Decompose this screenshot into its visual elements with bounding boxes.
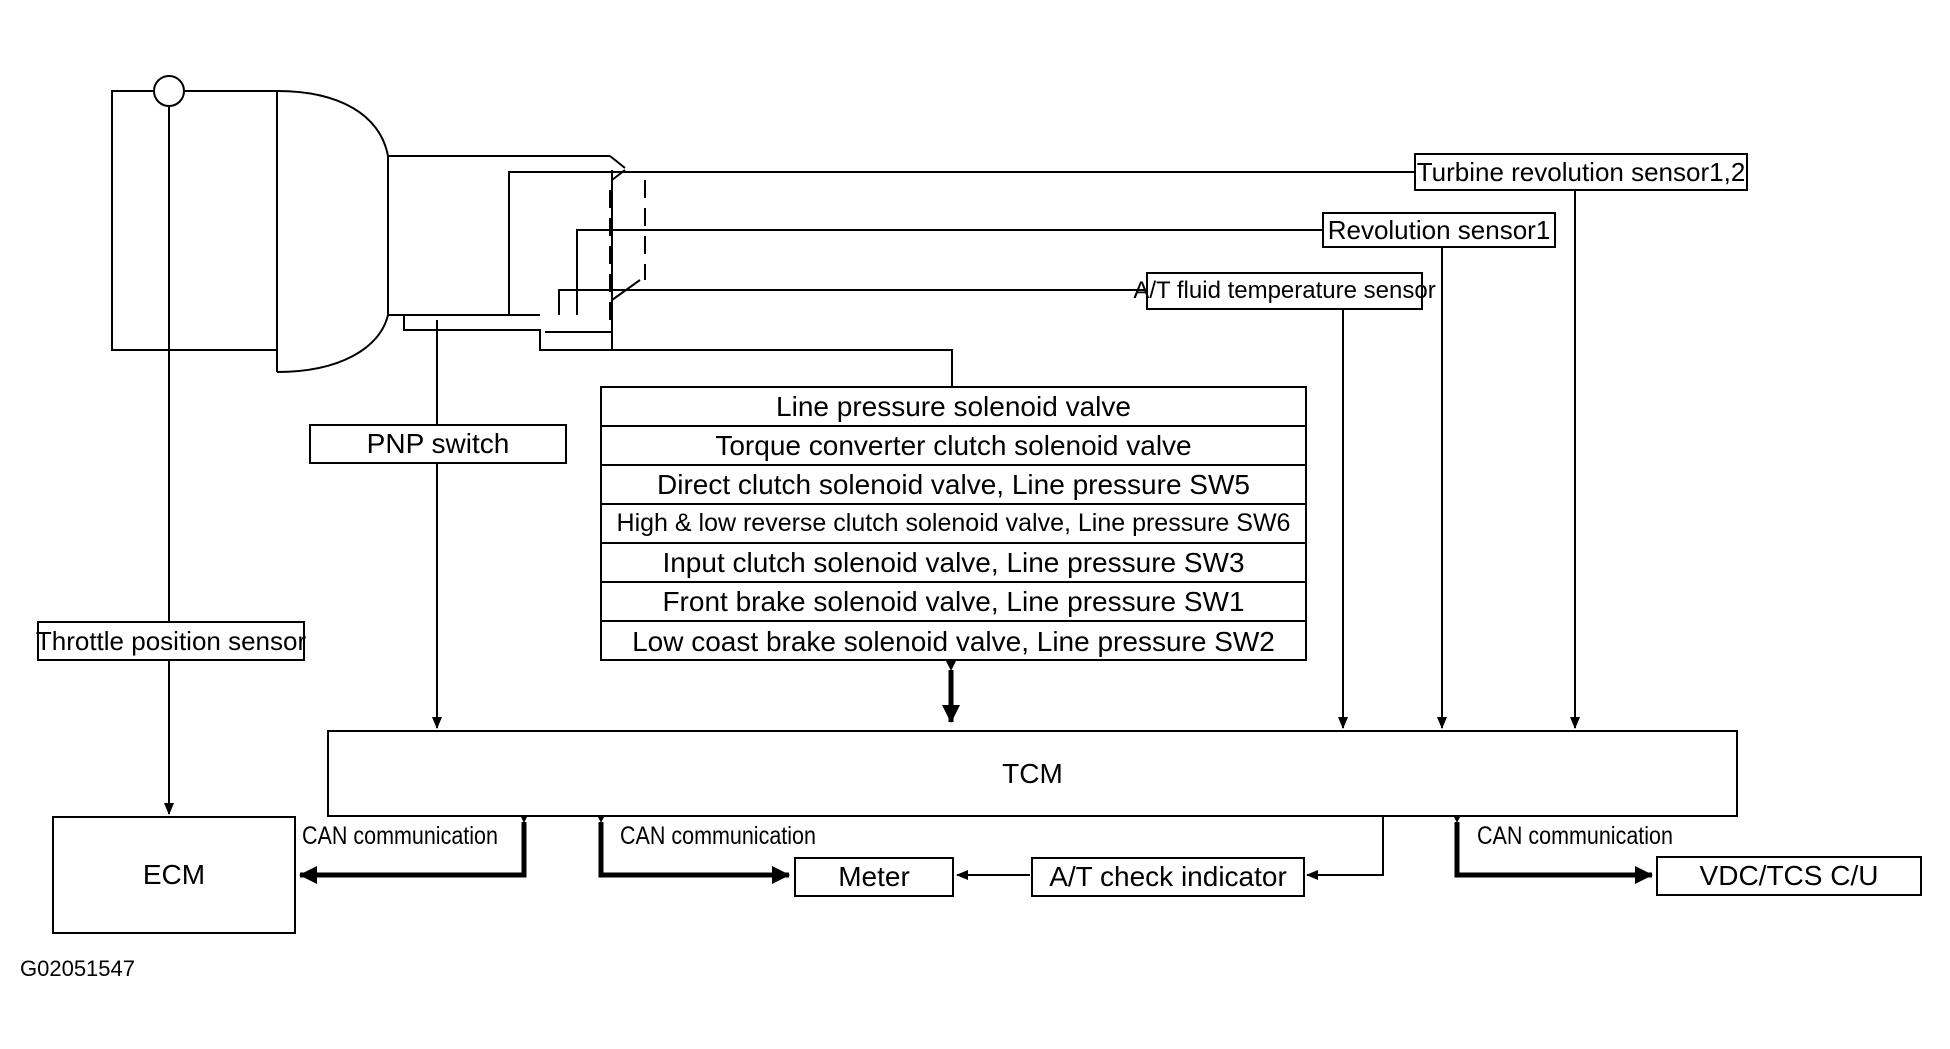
solenoid-row: Torque converter clutch solenoid valve <box>602 427 1305 466</box>
turbine-revolution-sensor: Turbine revolution sensor1,2 <box>1414 153 1748 191</box>
meter-unit: Meter <box>794 857 954 897</box>
solenoid-row: Front brake solenoid valve, Line pressur… <box>602 583 1305 622</box>
solenoid-label: Input clutch solenoid valve, Line pressu… <box>662 546 1245 578</box>
tcm-ecm-can-arrow <box>299 805 533 884</box>
pnp-switch-label: PNP switch <box>366 428 510 459</box>
turbine-revolution-sensor-label: Turbine revolution sensor1,2 <box>1416 156 1746 187</box>
solenoid-row: Direct clutch solenoid valve, Line press… <box>602 466 1305 505</box>
throttle-position-sensor-label: Throttle position sensor <box>35 625 307 656</box>
ecm-unit: ECM <box>52 816 296 934</box>
tcm-unit: TCM <box>327 730 1738 817</box>
ecm-label: ECM <box>142 859 206 890</box>
solenoid-row: Low coast brake solenoid valve, Line pre… <box>602 622 1305 661</box>
meter-label: Meter <box>838 861 910 892</box>
tcm-vdc-can-arrow <box>1448 805 1653 884</box>
transmission-illustration <box>111 90 646 373</box>
revolution-sensor: Revolution sensor1 <box>1322 212 1556 248</box>
tcm-meter-can-arrow <box>592 805 790 884</box>
tcm-to-check-indicator-arrow <box>1306 817 1384 880</box>
can-label-meter: CAN communication <box>620 822 816 850</box>
solenoid-row: High & low reverse clutch solenoid valve… <box>602 505 1305 544</box>
throttle-sensor-icon <box>153 75 185 107</box>
solenoid-valve-stack <box>600 386 1307 661</box>
sensor-wiring <box>508 171 1414 386</box>
solenoid-label: Low coast brake solenoid valve, Line pre… <box>632 625 1275 657</box>
solenoid-label: Line pressure solenoid valve <box>776 390 1131 422</box>
fluid-temperature-sensor-label: A/T fluid temperature sensor <box>1133 277 1436 304</box>
pnp-switch: PNP switch <box>309 424 567 464</box>
at-check-indicator: A/T check indicator <box>1031 857 1305 897</box>
can-label-ecm: CAN communication <box>302 822 498 850</box>
solenoid-row: Input clutch solenoid valve, Line pressu… <box>602 544 1305 583</box>
signal-arrows <box>164 106 1580 880</box>
throttle-position-sensor: Throttle position sensor <box>35 621 307 661</box>
can-label-vdc: CAN communication <box>1477 822 1673 850</box>
solenoid-row: Line pressure solenoid valve <box>602 388 1305 427</box>
vdc-tcs-unit: VDC/TCS C/U <box>1656 856 1922 896</box>
can-bus-arrows <box>299 653 1653 884</box>
solenoid-label: High & low reverse clutch solenoid valve… <box>616 509 1291 537</box>
solenoid-label: Direct clutch solenoid valve, Line press… <box>657 468 1250 500</box>
revolution-sensor-label: Revolution sensor1 <box>1327 214 1551 245</box>
solenoid-label: Front brake solenoid valve, Line pressur… <box>662 585 1245 617</box>
fluid-temperature-sensor: A/T fluid temperature sensor <box>1133 272 1436 310</box>
figure-reference-code: G02051547 <box>20 956 135 981</box>
tcm-label: TCM <box>1002 757 1063 789</box>
solenoid-label: Torque converter clutch solenoid valve <box>715 429 1192 461</box>
vdc-tcs-label: VDC/TCS C/U <box>1699 860 1879 891</box>
at-check-indicator-label: A/T check indicator <box>1049 861 1287 892</box>
